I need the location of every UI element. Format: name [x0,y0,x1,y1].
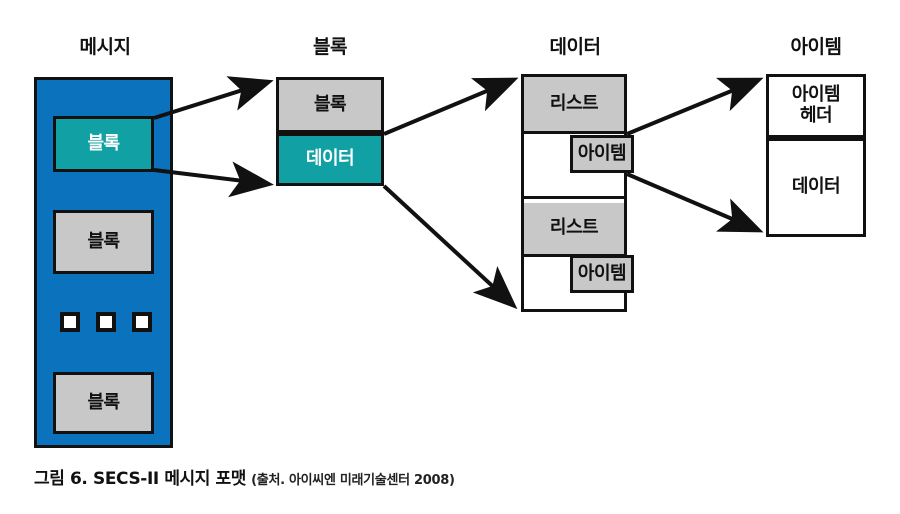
column-title-item: 아이템 [790,36,842,58]
caption-source: (출처. 아이씨엔 미래기술센터 2008) [251,473,455,488]
caption-title: 그림 6. SECS-II 메시지 포맷 [34,469,247,489]
data-item-cell-1[interactable]: 아이템 [570,135,634,173]
figure-caption: 그림 6. SECS-II 메시지 포맷 (출처. 아이씨엔 미래기술센터 20… [34,464,455,489]
column-title-message: 메시지 [79,36,131,58]
data-list-cell-1[interactable]: 리스트 [524,77,624,131]
block-header-cell[interactable]: 블록 [276,77,384,133]
message-block-1[interactable]: 블록 [53,116,154,172]
column-title-data: 데이터 [549,36,601,58]
arrow-block-to-data-top [383,77,519,136]
arrow-data-to-item-top [626,77,764,136]
item-header-cell[interactable]: 아이템 헤더 [766,74,866,138]
arrow-block-to-data-bottom [382,184,518,310]
ellipsis-square-2 [96,312,116,332]
arrow-data-to-item-bottom [626,172,764,233]
ellipsis-square-3 [132,312,152,332]
item-data-cell[interactable]: 데이터 [766,138,866,237]
column-title-block: 블록 [313,36,347,58]
block-data-cell[interactable]: 데이터 [276,133,384,186]
data-row-separator-1 [521,131,627,134]
data-item-cell-2[interactable]: 아이템 [570,255,634,293]
data-list-cell-2[interactable]: 리스트 [524,203,624,254]
message-block-3[interactable]: 블록 [53,372,154,434]
data-row-separator-2 [521,196,627,199]
ellipsis-square-1 [60,312,80,332]
message-block-2[interactable]: 블록 [53,210,154,274]
